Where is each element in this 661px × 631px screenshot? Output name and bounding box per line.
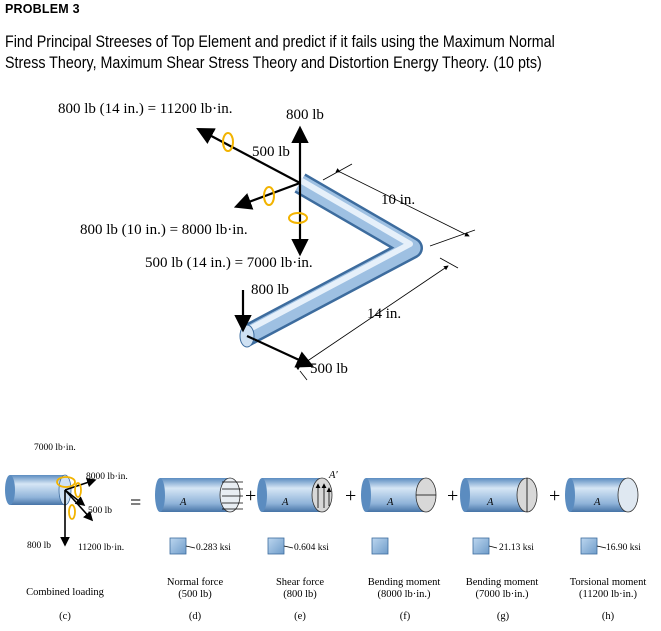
label-moment-8000: 800 lb (10 in.) = 8000 lb·in. xyxy=(80,222,248,238)
label-force-500-top: 500 lb xyxy=(252,144,290,160)
e-point-A-prime: A′ xyxy=(329,470,338,481)
plus-sign-4: + xyxy=(549,485,561,507)
label-moment-11200: 800 lb (14 in.) = 11200 lb·in. xyxy=(58,101,233,117)
plus-sign-2: + xyxy=(345,485,357,507)
problem-statement: Find Principal Streeses of Top Element a… xyxy=(5,31,555,73)
c-moment-8000: 8000 lb·in. xyxy=(86,472,128,482)
h-caption-2: (11200 lb·in.) xyxy=(579,589,637,600)
g-point-A: A xyxy=(487,497,494,508)
c-moment-11200: 11200 lb·in. xyxy=(78,543,125,553)
c-letter: (c) xyxy=(59,611,71,622)
c-force-800: 800 lb xyxy=(27,541,52,551)
f-point-A: A xyxy=(387,497,394,508)
c-moment-7000: 7000 lb·in. xyxy=(34,443,76,453)
subfig-d-cylinder xyxy=(155,477,243,555)
f-caption-2: (8000 lb·in.) xyxy=(377,589,431,600)
c-caption: Combined loading xyxy=(26,587,104,598)
force-500-arrow xyxy=(196,127,301,184)
subfig-e-cylinder xyxy=(257,477,333,555)
dimension-lines xyxy=(295,163,476,381)
g-caption-2: (7000 lb·in.) xyxy=(475,589,529,600)
label-moment-7000: 500 lb (14 in.) = 7000 lb·in. xyxy=(145,255,313,271)
problem-line-1: Find Principal Streeses of Top Element a… xyxy=(5,32,555,51)
plus-sign-1: + xyxy=(245,485,257,507)
f-caption-1: Bending moment xyxy=(367,577,441,588)
problem-label: PROBLEM 3 xyxy=(5,2,80,16)
force-arrows-end xyxy=(234,290,314,368)
plus-sign-3: + xyxy=(447,485,459,507)
subfig-cylinders xyxy=(155,477,639,555)
d-caption-1: Normal force xyxy=(166,577,224,588)
f-letter: (f) xyxy=(399,611,411,622)
subfig-f-cylinder xyxy=(361,477,437,555)
label-dim-10: 10 in. xyxy=(381,192,416,208)
g-stress: 21.13 ksi xyxy=(499,543,534,553)
problem-line-2: Stress Theory, Maximum Shear Stress Theo… xyxy=(5,53,542,72)
h-letter: (h) xyxy=(601,611,615,622)
subfig-g-cylinder xyxy=(460,477,538,555)
d-point-A: A xyxy=(180,497,187,508)
g-caption-1: Bending moment xyxy=(465,577,539,588)
e-caption-1: Shear force xyxy=(275,577,325,588)
equals-sign: = xyxy=(130,492,142,514)
g-letter: (g) xyxy=(496,611,510,622)
label-force-500-end: 500 lb xyxy=(310,361,348,377)
force-arrows-top xyxy=(196,125,309,257)
e-letter: (e) xyxy=(294,611,306,622)
h-point-A: A xyxy=(594,497,601,508)
d-stress: 0.283 ksi xyxy=(196,543,231,553)
moment-8000-icon xyxy=(263,186,275,206)
e-point-A: A xyxy=(282,497,289,508)
force-500-end-arrow xyxy=(246,335,314,368)
moment-circles xyxy=(222,132,308,224)
e-caption-2: (800 lb) xyxy=(283,589,317,600)
d-caption-2: (500 lb) xyxy=(178,589,212,600)
moment-axis-arrow xyxy=(233,181,301,210)
h-stress: 16.90 ksi xyxy=(606,543,641,553)
c-force-500: 500 lb xyxy=(88,506,113,516)
label-force-800-end: 800 lb xyxy=(251,282,289,298)
e-stress: 0.604 ksi xyxy=(294,543,329,553)
label-force-800-top: 800 lb xyxy=(286,107,324,123)
h-caption-1: Torsional moment xyxy=(569,577,647,588)
subfig-h-cylinder xyxy=(565,477,639,555)
d-letter: (d) xyxy=(188,611,202,622)
moment-11200-icon xyxy=(222,132,234,152)
moment-7000-icon xyxy=(288,212,308,224)
subfig-c xyxy=(5,474,97,547)
label-dim-14: 14 in. xyxy=(367,306,402,322)
